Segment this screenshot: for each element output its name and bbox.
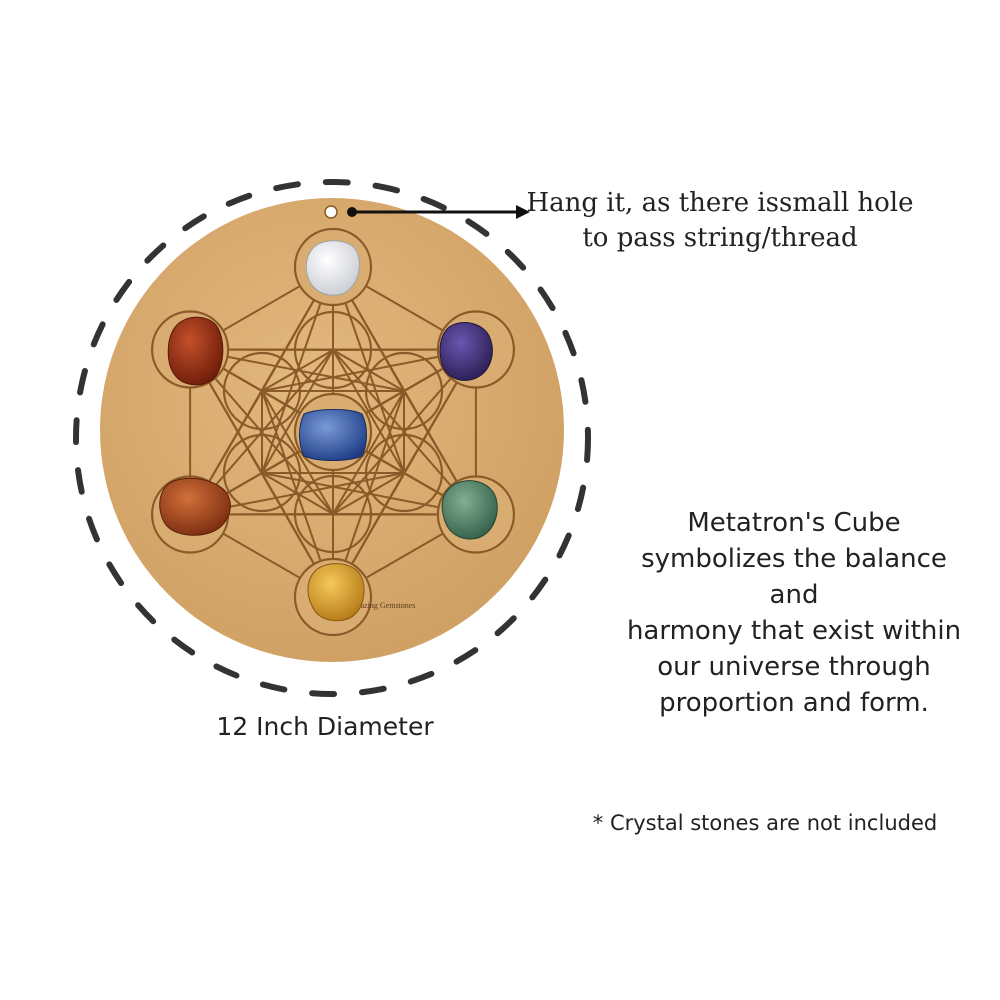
stones-not-included-note: * Crystal stones are not included — [592, 811, 938, 835]
hang-arrow — [347, 205, 530, 219]
inner-engraved-circle — [364, 351, 444, 431]
hang-caption: Hang it, as there issmall hole to pass s… — [520, 186, 920, 256]
red-jasper-stone — [167, 316, 224, 386]
engraved-line — [189, 348, 334, 598]
inner-engraved-circle — [222, 433, 302, 513]
lapis-lazuli-stone — [299, 409, 367, 461]
inner-engraved-circle — [293, 474, 373, 554]
cube-description-line-1: Metatron's Cube — [687, 508, 901, 538]
yellow-jasper-stone — [307, 563, 365, 622]
hanging-hole — [324, 205, 338, 219]
crystal-stones — [159, 240, 498, 622]
cube-description-line-3: harmony that exist within — [626, 616, 962, 646]
diameter-dashed-ring — [73, 179, 591, 697]
cube-description-line-5: proportion and form. — [659, 688, 929, 718]
amethyst-stone — [439, 322, 493, 381]
inner-engraved-circle — [364, 433, 444, 513]
board-watermark: Amazing Gemstones — [349, 601, 416, 610]
carnelian-stone — [159, 477, 231, 536]
diameter-label: 12 Inch Diameter — [216, 712, 434, 741]
cube-description-line-4: our universe through — [657, 652, 931, 682]
cube-description: Metatron's Cube symbolizes the balance a… — [616, 505, 972, 721]
inner-engraved-circle — [293, 310, 373, 390]
cube-description-line-2: symbolizes the balance and — [641, 544, 947, 610]
hang-caption-line-2: to pass string/thread — [582, 223, 858, 253]
hang-caption-line-1: Hang it, as there issmall hole — [526, 188, 914, 218]
inner-engraved-circle — [222, 351, 302, 431]
clear-quartz-stone — [305, 240, 360, 296]
green-aventurine-stone — [441, 480, 498, 540]
